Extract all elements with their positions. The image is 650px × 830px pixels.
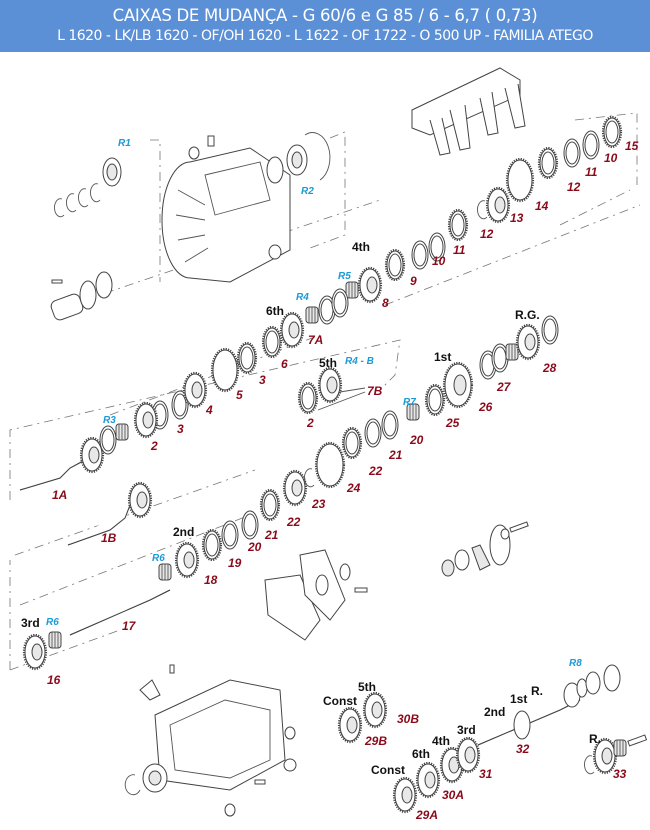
gear-name-1st-lower: 1st (510, 692, 527, 706)
part-label-17: 17 (122, 619, 137, 633)
part-label-33: 33 (613, 767, 627, 781)
part-label-1a: 1A (52, 488, 67, 502)
gear-name-3rd-lower: 3rd (457, 723, 476, 737)
main-shaft (22, 589, 171, 671)
rear-housing (124, 664, 297, 817)
part-label-26: 26 (478, 400, 493, 414)
part-label-25: 25 (445, 416, 460, 430)
gear-name-const-upper: Const (323, 694, 357, 708)
gear-name-reverse-b: R. (589, 732, 601, 746)
part-label-12-left: 12 (480, 227, 494, 241)
part-label-22-upper: 22 (368, 464, 383, 478)
gear-name-1st-mid: 1st (434, 350, 451, 364)
part-label-32: 32 (516, 742, 530, 756)
ref-label-r7: R7 (403, 397, 416, 408)
part-label-5: 5 (236, 388, 243, 402)
part-label-3-right: 3 (259, 373, 266, 387)
part-label-12-right: 12 (567, 180, 581, 194)
gear-name-2nd-left: 2nd (173, 525, 194, 539)
part-label-27: 27 (496, 380, 512, 394)
gear-name-6th-lower: 6th (412, 747, 430, 761)
bearing-r2-group (266, 132, 331, 184)
middle-gear-row (151, 288, 349, 430)
header-subtitle: L 1620 - LK/LB 1620 - OF/OH 1620 - L 162… (57, 28, 593, 44)
ref-label-r3: R3 (103, 415, 116, 426)
rear-covers-flange (264, 521, 529, 641)
gear-name-5th-mid: 5th (319, 356, 337, 370)
part-label-9: 9 (410, 274, 417, 288)
part-label-31: 31 (479, 767, 493, 781)
part-label-8: 8 (382, 296, 389, 310)
part-label-19: 19 (228, 556, 242, 570)
ref-label-r6-upper: R6 (152, 553, 165, 564)
diagram-header: CAIXAS DE MUDANÇA - G 60/6 e G 85 / 6 - … (0, 0, 650, 52)
part-label-7b: 7B (367, 384, 383, 398)
first-reverse-gear-group (406, 315, 559, 421)
gear-name-reverse-a: R. (531, 684, 543, 698)
ref-label-r4b: R4 - B (345, 356, 374, 367)
ref-label-r2: R2 (301, 186, 314, 197)
part-label-21-upper: 21 (388, 448, 403, 462)
ref-label-r1: R1 (118, 138, 131, 149)
top-gear-row (345, 115, 623, 304)
part-label-30a: 30A (442, 788, 464, 802)
lower-gear-row (158, 410, 399, 581)
part-label-7a: 7A (308, 333, 323, 347)
part-label-20-upper: 20 (409, 433, 424, 447)
ref-label-r6-lower: R6 (46, 617, 59, 628)
fifth-gear-group (297, 366, 366, 415)
gear-name-5th-upper: 5th (358, 680, 376, 694)
input-bearing-group (54, 157, 122, 218)
part-label-4: 4 (205, 403, 213, 417)
part-label-10-upper-left: 10 (432, 254, 446, 268)
part-label-11-right: 11 (585, 165, 598, 179)
gear-name-6th-top: 6th (266, 304, 284, 318)
gear-name-4th-top: 4th (352, 240, 370, 254)
input-shafts (19, 401, 159, 546)
part-label-29b: 29B (364, 734, 387, 748)
part-label-11-upper-left: 11 (453, 243, 466, 257)
part-label-30b: 30B (397, 712, 419, 726)
part-label-20-lower: 20 (247, 540, 262, 554)
gear-name-2nd-lower: 2nd (484, 705, 505, 719)
part-label-6: 6 (281, 357, 288, 371)
part-label-23: 23 (311, 497, 326, 511)
part-label-24: 24 (346, 481, 361, 495)
countershaft-assembly (337, 664, 648, 814)
gear-name-4th-lower: 4th (432, 734, 450, 748)
part-label-21-lower: 21 (264, 528, 279, 542)
part-label-29a: 29A (415, 808, 438, 822)
part-label-3-left: 3 (177, 422, 184, 436)
part-label-22-lower: 22 (286, 515, 301, 529)
part-label-15: 15 (625, 139, 639, 153)
header-title: CAIXAS DE MUDANÇA - G 60/6 e G 85 / 6 - … (112, 6, 538, 25)
input-shaft-cover (50, 271, 113, 321)
part-label-13: 13 (510, 211, 524, 225)
part-label-18: 18 (204, 573, 218, 587)
gear-name-const-lower: Const (371, 763, 405, 777)
ref-label-r5: R5 (338, 271, 351, 282)
part-label-1b: 1B (101, 531, 117, 545)
part-label-10-right: 10 (604, 151, 618, 165)
part-label-2-left: 2 (150, 439, 158, 453)
part-label-16: 16 (47, 673, 61, 687)
part-label-28: 28 (542, 361, 557, 375)
ref-label-r4: R4 (296, 292, 309, 303)
part-label-2-mid: 2 (306, 416, 314, 430)
ref-label-r8: R8 (569, 658, 582, 669)
part-label-14: 14 (535, 199, 549, 213)
gear-name-3rd-left: 3rd (21, 616, 40, 630)
exploded-gearbox-diagram: R1 R2 R3 R4 R4 - B R5 R6 R6 R7 R8 4th 6t… (9, 67, 648, 822)
shift-fork-assembly (411, 67, 526, 156)
gear-name-reverse-gear: R.G. (515, 308, 540, 322)
front-housing (161, 135, 291, 283)
